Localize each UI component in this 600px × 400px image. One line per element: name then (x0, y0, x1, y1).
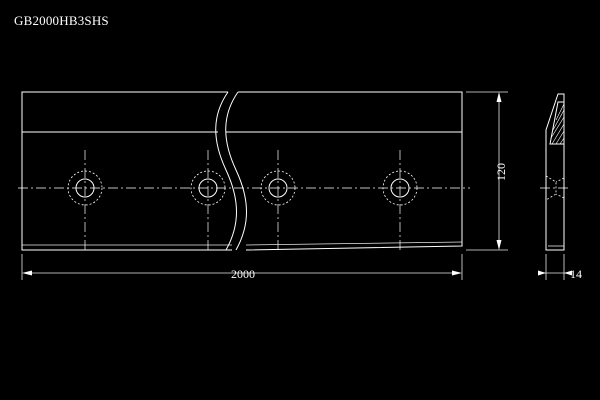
front-view (18, 91, 470, 252)
width-dimension: 120 (466, 91, 508, 251)
drawing-title: GB2000HB3SHS (14, 13, 109, 28)
length-dimension: 2000 (21, 254, 463, 281)
thickness-dimension: 14 (538, 254, 582, 281)
break-line-1 (215, 91, 237, 251)
hole-2 (190, 150, 226, 252)
width-label: 120 (494, 163, 508, 181)
hole-3 (260, 150, 296, 252)
bottom-edge-right (245, 241, 463, 246)
hole-1 (67, 150, 103, 252)
side-view (540, 93, 570, 251)
break-line-2 (225, 91, 247, 251)
hole-4 (382, 150, 418, 252)
length-label: 2000 (231, 267, 255, 281)
plate-outline-left (21, 91, 232, 251)
plate-outline-right (238, 91, 463, 251)
thickness-label: 14 (570, 267, 582, 281)
